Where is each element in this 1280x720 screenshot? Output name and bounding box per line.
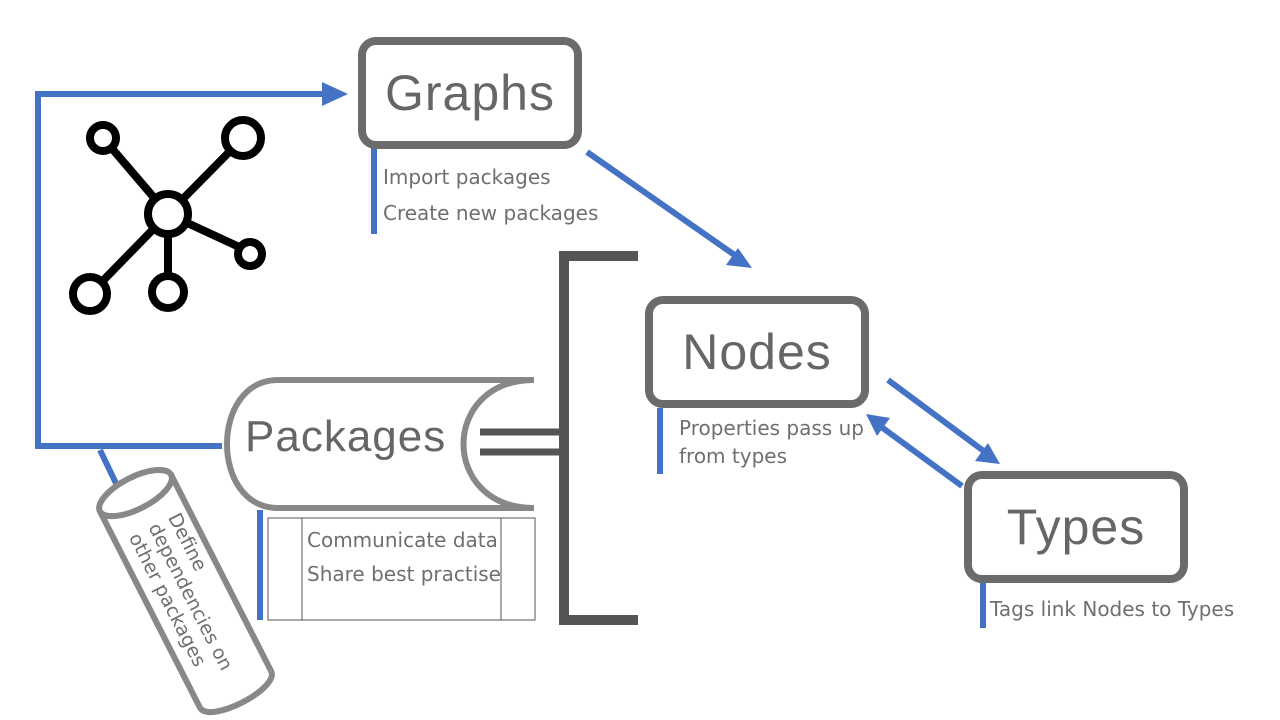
packages-link-gap xyxy=(482,437,556,447)
graphs-to-nodes-arrow xyxy=(585,149,738,259)
types-box[interactable]: Types xyxy=(964,471,1188,583)
nodes-to-types-arrow xyxy=(886,377,987,455)
types-to-nodes-arrowhead xyxy=(866,414,890,436)
packages-to-graphs-connector xyxy=(35,91,330,449)
nodes-box[interactable]: Nodes xyxy=(645,296,869,408)
types-title: Types xyxy=(1006,499,1146,555)
graphs-note-create: Create new packages xyxy=(383,201,599,225)
packages-notes-frame xyxy=(267,517,536,621)
types-notes: Tags link Nodes to Types xyxy=(990,598,1234,620)
graphs-notes: Import packages Create new packages xyxy=(383,166,598,224)
packages-scroll-shape xyxy=(224,377,535,511)
packages-note-communicate: Communicate data xyxy=(307,528,498,552)
types-note-bar xyxy=(980,582,986,628)
nodes-note-bar xyxy=(657,408,663,474)
nodes-notes: Properties pass up from types xyxy=(679,417,864,467)
packages-note-share: Share best practise xyxy=(307,562,501,586)
graphs-to-nodes-arrowhead xyxy=(726,248,752,268)
nodes-note-line1: Properties pass up xyxy=(679,416,864,440)
nodes-note-line2: from types xyxy=(679,444,787,468)
graphs-note-bar xyxy=(371,148,377,234)
types-to-nodes-arrow xyxy=(878,423,964,489)
packages-to-graphs-arrowhead xyxy=(322,82,348,106)
network-graph-icon xyxy=(69,116,266,315)
packages-notes: Communicate data Share best practise xyxy=(307,529,501,585)
group-bracket xyxy=(559,251,638,625)
types-note-line1: Tags link Nodes to Types xyxy=(990,597,1235,621)
nodes-to-types-arrowhead xyxy=(975,443,1000,464)
packages-note-bar xyxy=(257,510,263,620)
graphs-note-import: Import packages xyxy=(383,165,551,189)
graphs-title: Graphs xyxy=(385,65,555,121)
graphs-box[interactable]: Graphs xyxy=(358,37,582,149)
packages-link-bars xyxy=(480,428,560,456)
packages-title[interactable]: Packages xyxy=(245,412,447,461)
dependencies-scroll-shape xyxy=(96,466,275,716)
nodes-title: Nodes xyxy=(682,324,832,380)
